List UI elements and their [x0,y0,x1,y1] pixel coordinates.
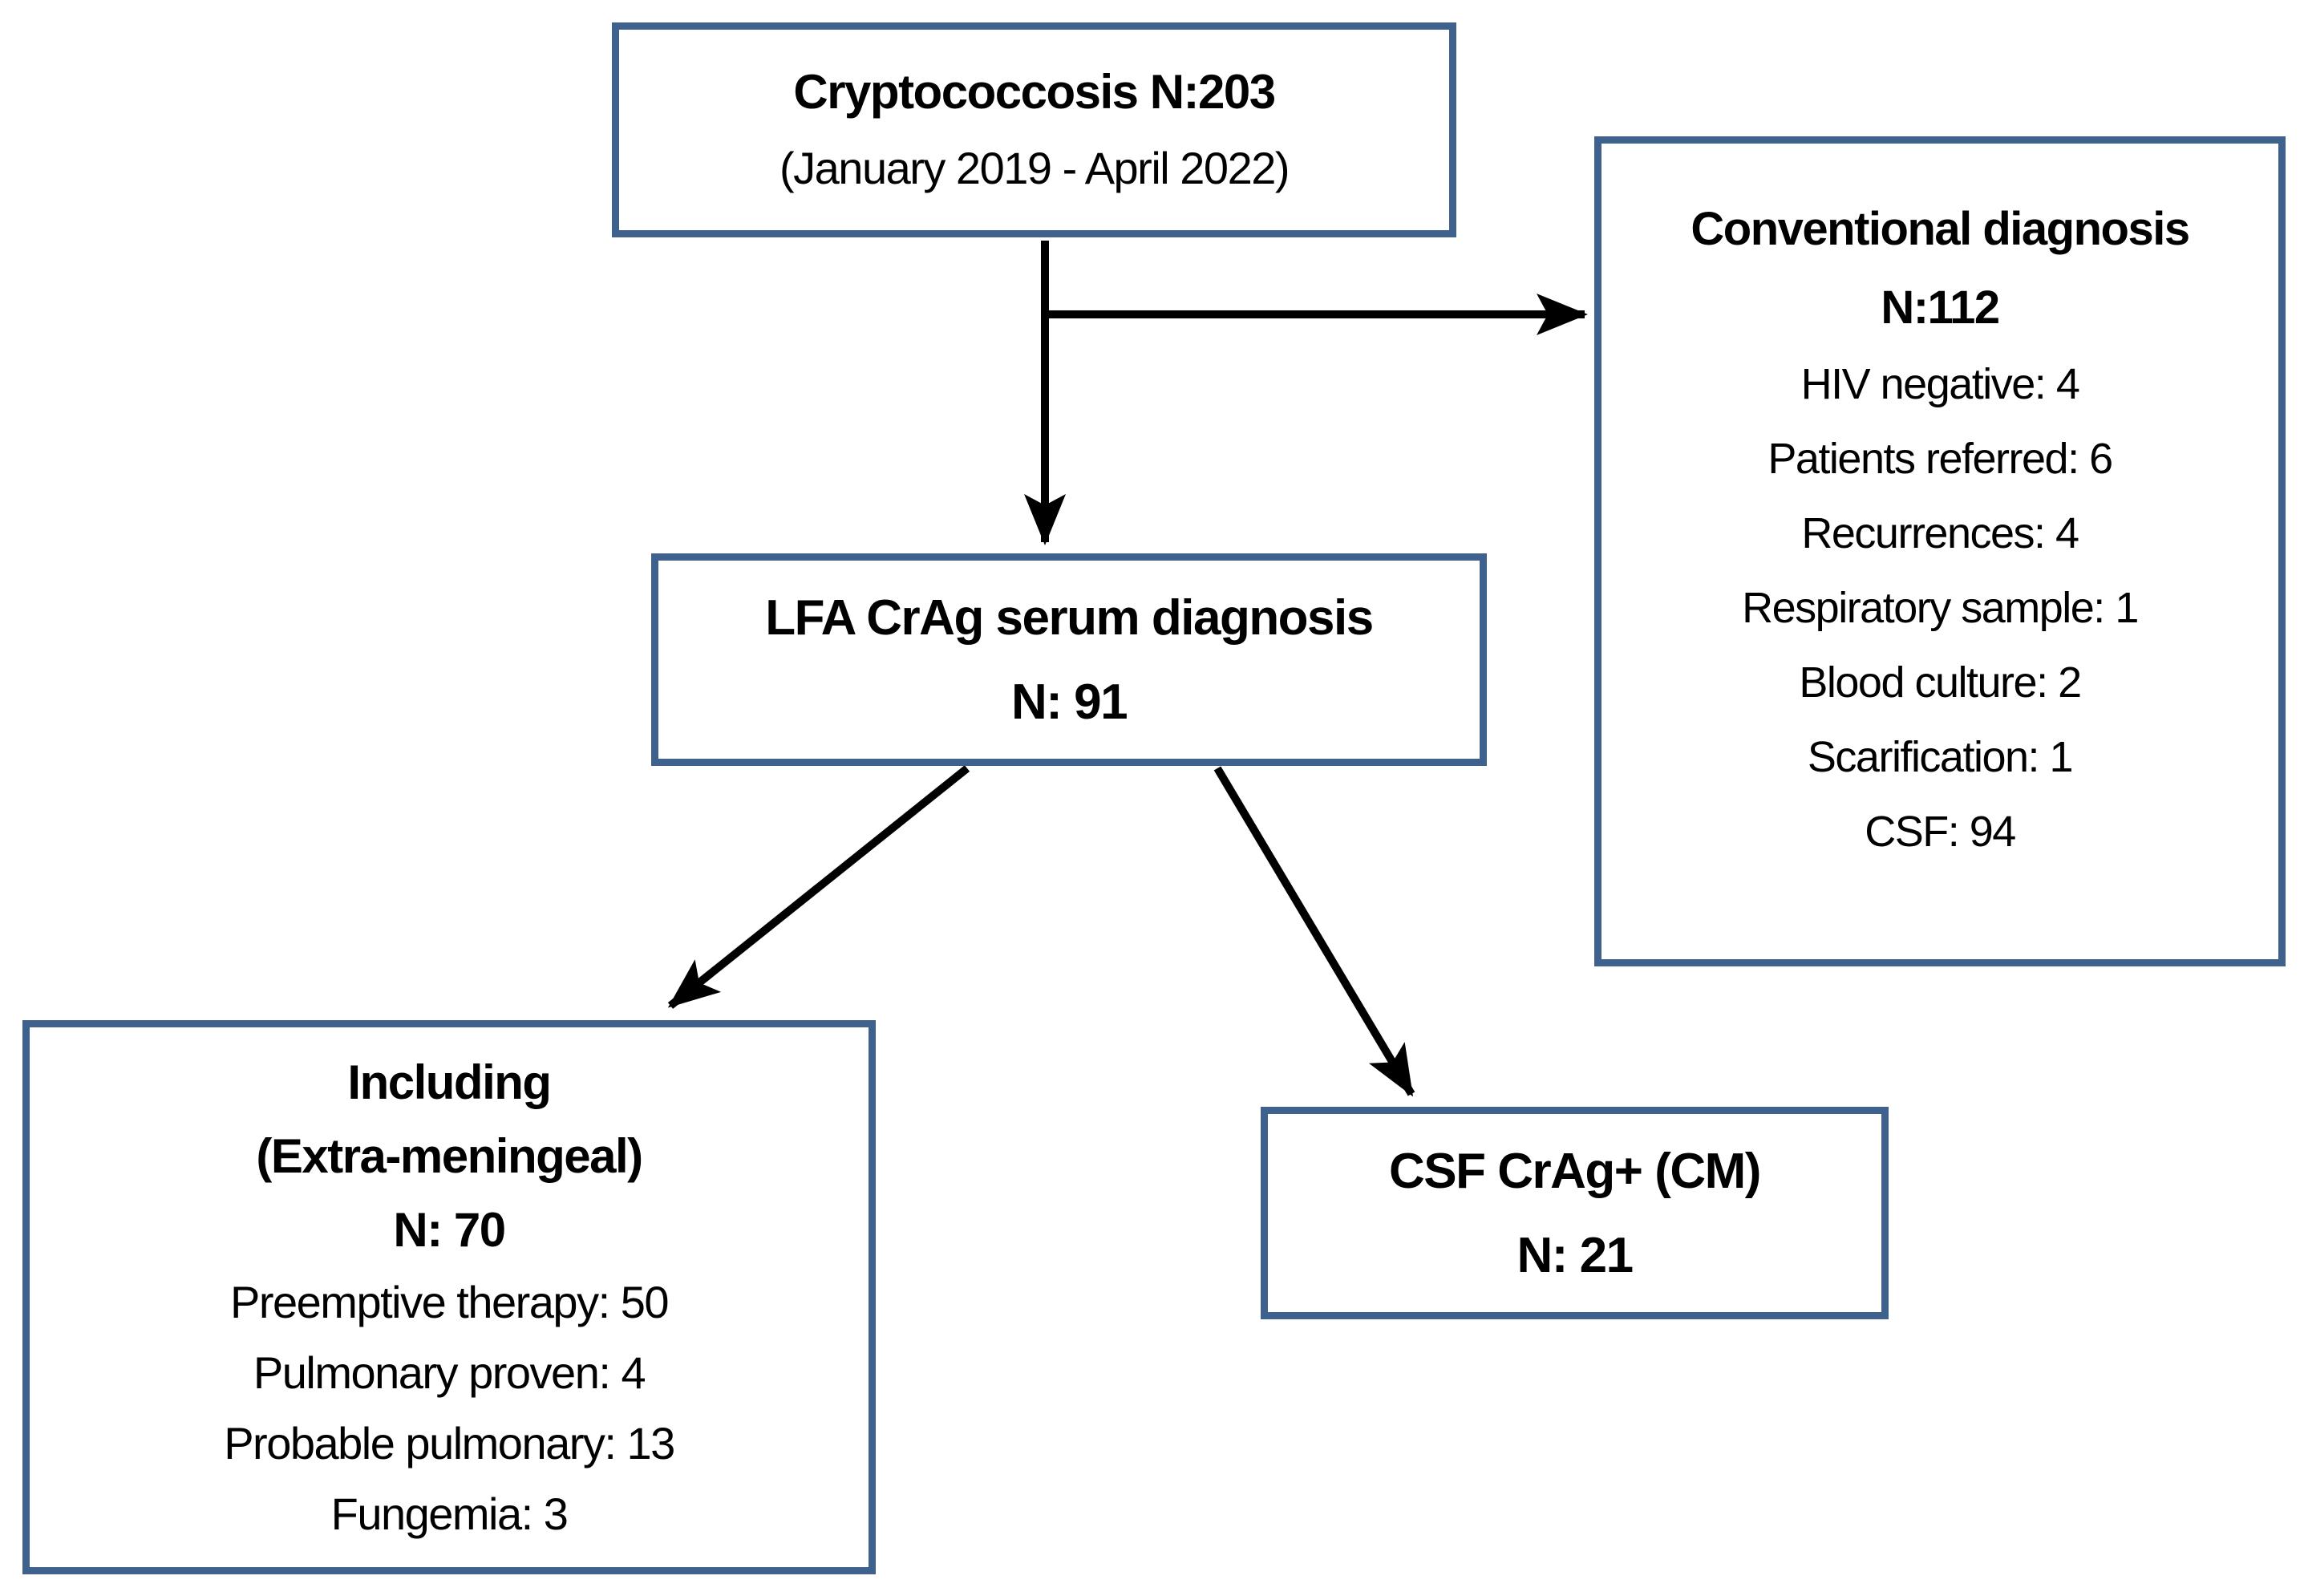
conventional-item: Blood culture: 2 [1799,658,2082,707]
box-csf-crag-cm: CSF CrAg+ (CM) N: 21 [1261,1107,1889,1319]
conventional-item: Recurrences: 4 [1801,508,2079,557]
cryptococcosis-title: Cryptococcosis N:203 [793,65,1276,119]
box-lfa-crag-serum: LFA CrAg serum diagnosis N: 91 [651,553,1487,766]
including-subtitle: (Extra-meningeal) [256,1128,643,1183]
including-title: Including [347,1055,552,1109]
lfa-title: LFA CrAg serum diagnosis [765,589,1374,646]
including-item: Preemptive therapy: 50 [230,1276,669,1327]
conventional-item: HIV negative: 4 [1800,359,2080,408]
box-cryptococcosis: Cryptococcosis N:203 (January 2019 - Apr… [612,22,1456,237]
conventional-item: CSF: 94 [1865,807,2016,856]
csf-title: CSF CrAg+ (CM) [1389,1143,1761,1199]
including-item: Probable pulmonary: 13 [224,1417,675,1468]
including-item: Fungemia: 3 [330,1488,569,1539]
conventional-title: Conventional diagnosis [1691,202,2190,255]
arrow-lfa-to-csf [1213,766,1415,1097]
box-including-extra-meningeal: Including (Extra-meningeal) N: 70 Preemp… [22,1020,876,1574]
conventional-item: Respiratory sample: 1 [1742,583,2139,632]
cryptococcosis-period: (January 2019 - April 2022) [779,143,1290,193]
conventional-count: N:112 [1881,281,2000,334]
conventional-item: Patients referred: 6 [1767,434,2113,483]
box-conventional-diagnosis: Conventional diagnosis N:112 HIV negativ… [1594,136,2286,966]
arrow-lfa-to-including [667,765,970,1009]
including-count: N: 70 [393,1202,506,1257]
including-item: Pulmonary proven: 4 [253,1347,646,1398]
conventional-item: Scarification: 1 [1807,732,2074,781]
csf-count: N: 21 [1516,1227,1634,1283]
lfa-count: N: 91 [1010,674,1128,730]
